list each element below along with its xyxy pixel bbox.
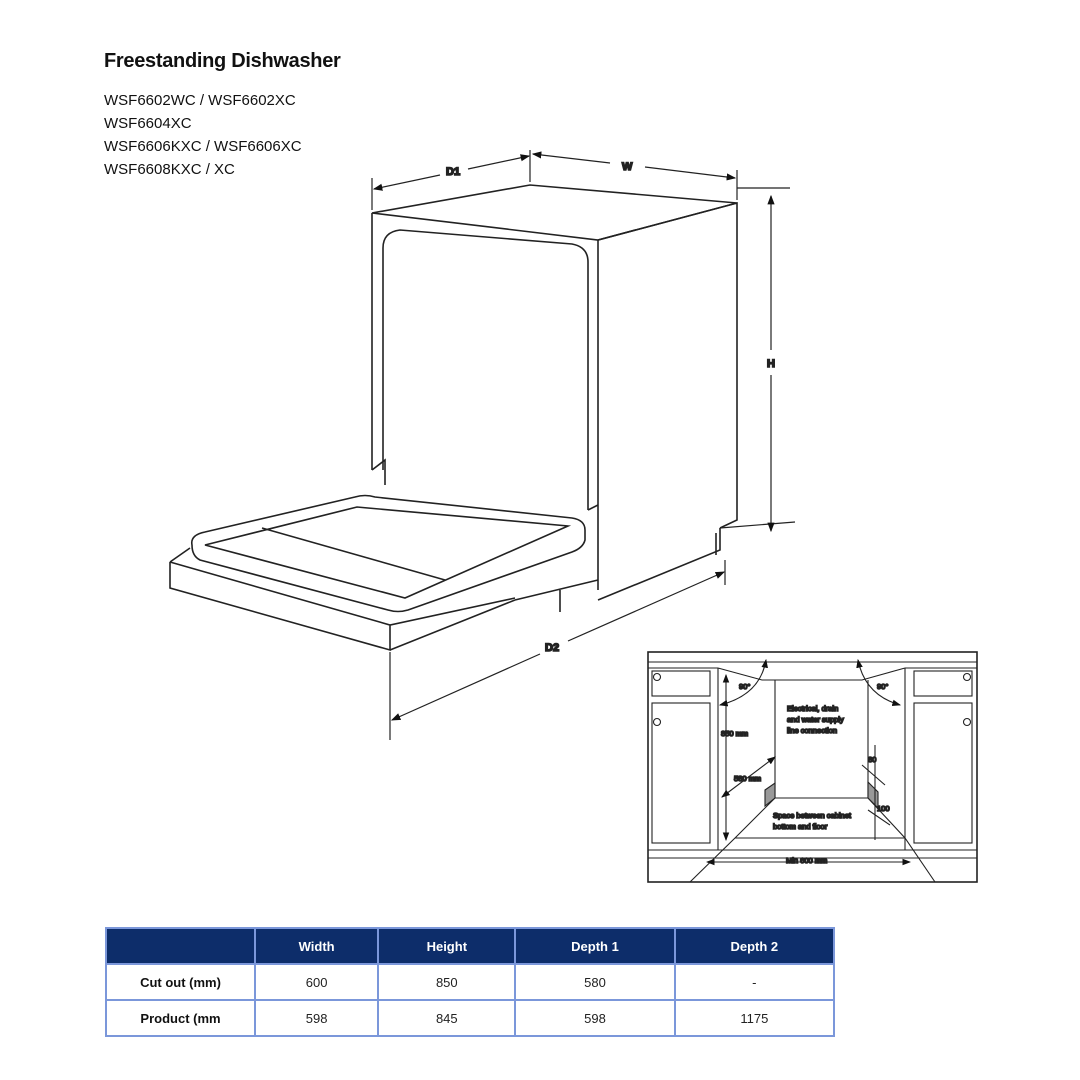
installation-diagram [647,651,978,883]
h-label: H [767,358,775,370]
dishwasher-body [371,184,738,612]
table-cell: 1175 [673,999,836,1037]
column-header: Depth 2 [673,927,836,965]
column-header [105,927,256,965]
column-header: Height [377,927,517,965]
table-cell: - [673,963,836,1001]
connection-note: line connection [787,726,837,735]
height-label: 850 mm [721,729,748,738]
dimensions-table: Width Height Depth 1 Depth 2 Cut out (mm… [105,927,836,1037]
table-row: Cut out (mm) 600 850 580 - [105,963,836,1001]
min-width-label: Min 600 mm [786,856,827,865]
table-cell: 850 [377,963,517,1001]
model-line: WSF6604XC [104,115,192,132]
page-title: Freestanding Dishwasher [104,50,341,72]
model-line: WSF6608KXC / XC [104,161,235,178]
table-cell: 598 [514,999,676,1037]
row-label: Cut out (mm) [105,963,256,1001]
w-label: W [622,161,633,173]
model-list: WSF6602WC / WSF6602XC WSF6604XC WSF6606K… [104,89,302,181]
table-cell: 598 [253,999,380,1037]
space-note: bottom and floor [773,822,828,831]
depth-label: 580 mm [734,774,761,783]
model-line: WSF6602WC / WSF6602XC [104,92,296,109]
column-header: Depth 1 [514,927,676,965]
connection-note: Electrical, drain [787,704,838,713]
open-door [169,494,586,652]
row-label: Product (mm [105,999,256,1037]
column-header: Width [253,927,380,965]
connection-note: and water supply [787,715,844,724]
table-cell: 845 [377,999,517,1037]
dim-80: 80 [868,755,876,764]
table-header: Width Height Depth 1 Depth 2 [105,927,836,965]
angle-left: 90° [739,682,750,691]
table-row: Product (mm 598 845 598 1175 [105,999,836,1037]
d2-label: D2 [545,642,559,654]
angle-right: 90° [877,682,888,691]
dimension-lines [371,150,796,740]
space-note: Space between cabinet [773,811,852,820]
table-cell: 580 [514,963,676,1001]
dim-100: 100 [877,804,890,813]
model-line: WSF6606KXC / WSF6606XC [104,138,302,155]
d1-label: D1 [446,166,460,178]
table-cell: 600 [253,963,380,1001]
